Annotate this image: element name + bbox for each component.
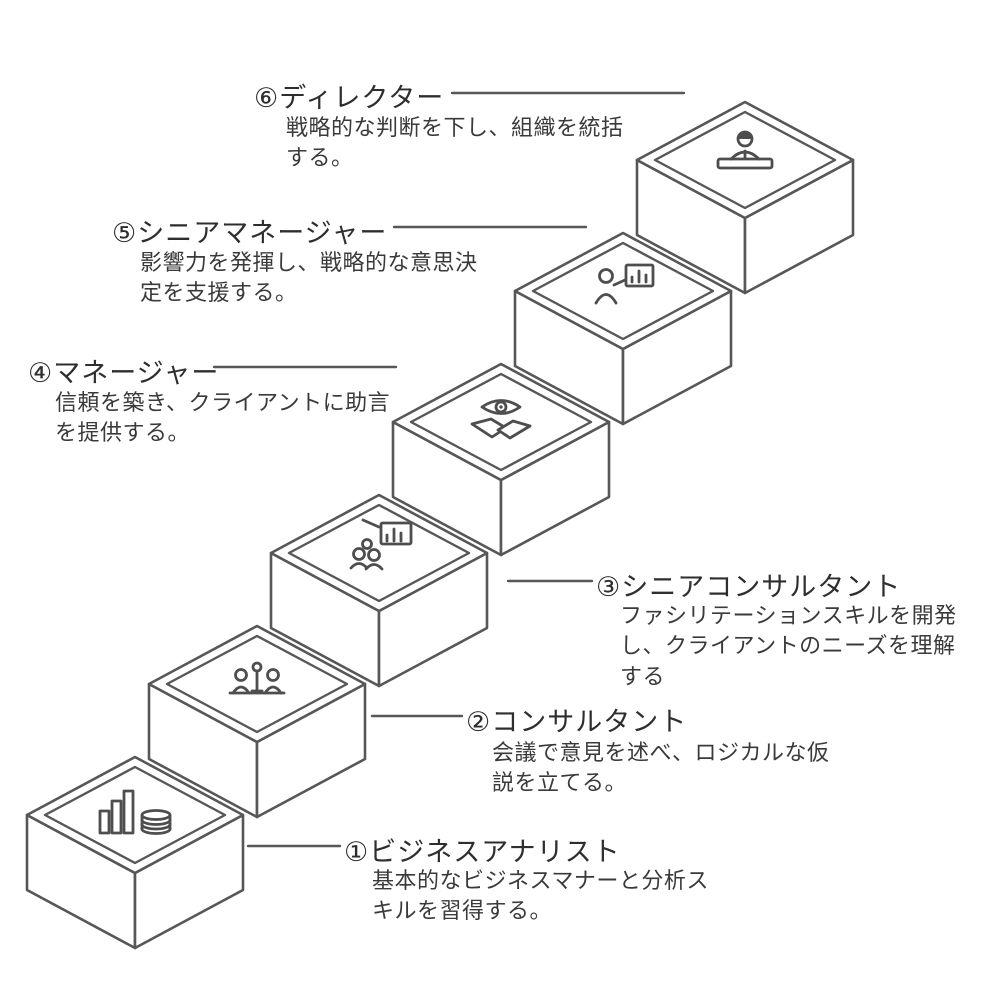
step-platform-4	[391, 362, 611, 557]
director-desk-icon	[716, 130, 774, 170]
step-4-title: ④マネージャー	[28, 358, 220, 388]
presenter-chart-icon	[594, 263, 655, 305]
step-5-top-face	[513, 231, 733, 351]
step-2-inner-frame	[165, 634, 349, 734]
step-2-title: ②コンサルタント	[466, 707, 688, 737]
step-5-inner-frame	[531, 241, 715, 341]
step-1-inner-frame	[43, 765, 227, 865]
step-3-inner-frame	[287, 503, 471, 603]
step-1-top-face	[25, 755, 245, 875]
step-3-title: ③シニアコンサルタント	[596, 572, 902, 602]
meeting-idea-icon	[228, 661, 286, 695]
step-1-title: ①ビジネスアナリスト	[344, 837, 621, 867]
step-4-inner-frame	[409, 372, 593, 472]
step-platform-5	[513, 231, 733, 426]
step-platform-3	[269, 493, 489, 688]
team-whiteboard-icon	[349, 518, 413, 571]
step-2-description: 会議で意見を述べ、ロジカルな仮説を立てる。	[492, 740, 830, 796]
step-6-title: ⑥ディレクター	[254, 83, 445, 113]
step-5-description: 影響力を発揮し、戦略的な意思決定を支援する。	[140, 250, 478, 306]
step-3-description: ファシリテーションスキルを開発し、クライアントのニーズを理解する	[620, 603, 957, 689]
step-6-description: 戦略的な判断を下し、組織を統括する。	[286, 115, 624, 171]
bar-chart-coins-icon	[98, 789, 172, 835]
step-4-description: 信頼を築き、クライアントに助言を提供する。	[55, 390, 391, 446]
trust-handshake-icon	[470, 399, 532, 440]
step-platform-2	[147, 624, 367, 819]
step-platform-1	[25, 755, 245, 950]
step-5-title: ⑤シニアマネージャー	[112, 218, 388, 248]
step-4-top-face	[391, 362, 611, 482]
step-platform-6	[635, 100, 855, 295]
step-1-description: 基本的なビジネスマナーと分析スキルを習得する。	[372, 868, 709, 924]
step-6-inner-frame	[653, 110, 837, 210]
